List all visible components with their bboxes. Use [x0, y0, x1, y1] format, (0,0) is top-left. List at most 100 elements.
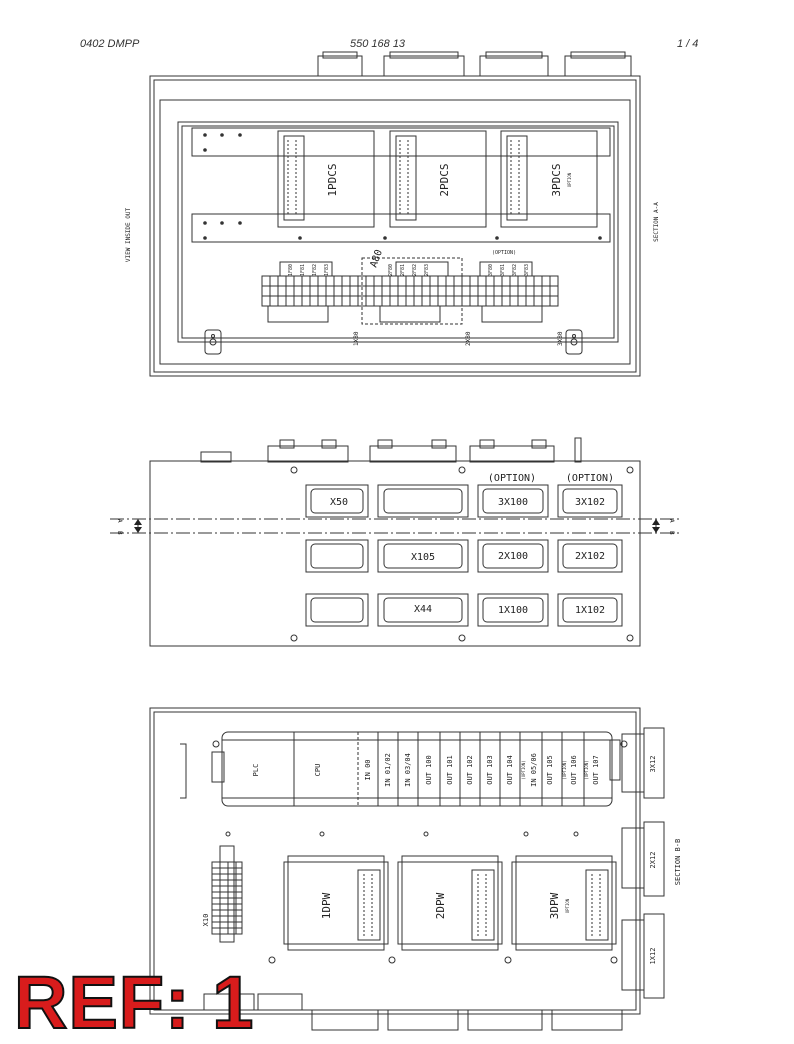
connector-panel-view: A B A B — [110, 437, 680, 647]
module-1pdcs: 1PDCS — [326, 163, 339, 196]
enclosure-inner — [159, 99, 631, 365]
fuse-1f82: 1F82 — [312, 264, 318, 276]
plc-rack — [221, 731, 613, 807]
mounting-plate — [177, 121, 619, 343]
bottom-connectors — [203, 993, 623, 1031]
label-x105: X105 — [411, 552, 435, 563]
cutout-1x102 — [557, 593, 623, 627]
cutout-2x100 — [477, 539, 549, 573]
drive-3dpw: 3DPW — [548, 892, 561, 919]
doc-code: 0402 DMPP — [80, 38, 140, 50]
connector-2x12: 2X12 — [649, 852, 657, 869]
fuse-3f81: 3F81 — [500, 264, 506, 276]
label-x50: X50 — [330, 497, 348, 508]
drive-mounting-holes — [225, 831, 618, 964]
fuse-2f80: 2F80 — [388, 264, 394, 276]
slot-out-100: OUT 100 — [425, 755, 433, 785]
drive-2dpw: 2DPW — [434, 892, 447, 919]
part-number: 550 168 13 — [350, 38, 406, 50]
page-number: 1 / 4 — [677, 38, 699, 50]
slot-option-2: (OPTION) — [562, 760, 567, 779]
cutout-x105 — [377, 539, 469, 573]
slot-plc: PLC — [252, 764, 260, 777]
option-label-3x100: (OPTION) — [488, 473, 536, 484]
fuse-3f83: 3F83 — [524, 264, 530, 276]
slot-cpu: CPU — [314, 764, 322, 777]
a80-label: A80 — [368, 248, 385, 269]
cutout-x50 — [305, 484, 369, 518]
cutout-x44 — [377, 593, 469, 627]
cutout-blank — [377, 484, 469, 518]
plc-drive-view: 3X12 2X12 1X12 SECTION B-B PLC CPU — [149, 707, 682, 1031]
cutout-row2-blank — [305, 539, 369, 573]
cutout-row3-blank — [305, 593, 369, 627]
slot-in-03-04: IN 03/04 — [404, 753, 412, 787]
label-3x100: 3X100 — [498, 497, 528, 508]
plc-slot-dividers — [293, 732, 585, 806]
panel-top-hardware — [200, 437, 582, 463]
fuse-strip-dividers — [269, 276, 551, 306]
slot-out-105: OUT 105 — [546, 755, 554, 785]
section-mark-a-left: A — [116, 519, 123, 523]
label-3x102: 3X102 — [575, 497, 605, 508]
slot-out-107: OUT 107 — [592, 755, 600, 785]
section-b-b-label: SECTION B-B — [674, 839, 682, 885]
fuse-2f81: 2F81 — [400, 264, 406, 276]
ground-lugs — [204, 329, 583, 355]
view-inside-out: 1PDCS 2PDCS 3PDCS OPTION — [125, 51, 660, 377]
x10-label: X10 — [202, 914, 210, 927]
din-rail-upper — [191, 127, 611, 157]
fuse-3f82: 3F82 — [512, 264, 518, 276]
option-label-3x102: (OPTION) — [566, 473, 614, 484]
slot-out-106: OUT 106 — [570, 755, 578, 785]
panel-screws — [290, 466, 634, 642]
pdcs-modules — [277, 130, 598, 228]
connector-3x12: 3X12 — [649, 756, 657, 773]
slot-option-1: (OPTION) — [521, 760, 526, 779]
section-mark-b-left: B — [116, 531, 123, 535]
section-a-a-label: SECTION A-A — [653, 202, 660, 242]
module-3pdcs: 3PDCS — [550, 163, 563, 196]
slot-out-104: OUT 104 — [506, 755, 514, 785]
cutout-1x100 — [477, 593, 549, 627]
label-1x100: 1X100 — [498, 605, 528, 616]
fuse-2f83: 2F83 — [424, 264, 430, 276]
ref-stamp: REF: 1 — [13, 961, 255, 1044]
fuse-3f80: 3F80 — [488, 264, 494, 276]
slot-option-3: (OPTION) — [584, 760, 589, 779]
label-1x102: 1X102 — [575, 605, 605, 616]
cutout-2x102 — [557, 539, 623, 573]
connector-panel — [149, 460, 641, 647]
view-inside-out-label: VIEW INSIDE OUT — [125, 208, 132, 263]
drive-enclosure — [149, 707, 641, 1015]
section-mark-a-right: A — [668, 519, 675, 523]
fuse-1f80: 1F80 — [288, 264, 294, 276]
slot-out-103: OUT 103 — [486, 755, 494, 785]
module-3pdcs-option: OPTION — [567, 172, 572, 187]
slot-in-01-02: IN 01/02 — [384, 753, 392, 787]
option-group-label: (OPTION) — [492, 250, 516, 256]
section-mark-b-right: B — [668, 531, 675, 535]
fuse-terminal-strip — [261, 257, 559, 325]
slot-in-05-06: IN 05/06 — [530, 753, 538, 787]
x10-terminal-block — [211, 845, 243, 943]
terminal-3x80: 3X80 — [557, 331, 564, 346]
module-2pdcs: 2PDCS — [438, 163, 451, 196]
din-rail-lower — [191, 213, 611, 243]
label-2x102: 2X102 — [575, 551, 605, 562]
terminal-1x80: 1X80 — [353, 331, 360, 346]
cutout-3x100 — [477, 484, 549, 518]
fuse-1f83: 1F83 — [324, 264, 330, 276]
top-connectors — [317, 51, 632, 77]
drive-1dpw: 1DPW — [320, 892, 333, 919]
enclosure-outer — [149, 75, 641, 377]
cutout-3x102 — [557, 484, 623, 518]
label-x44: X44 — [414, 604, 432, 615]
connector-1x12: 1X12 — [649, 948, 657, 965]
slot-in-00: IN 00 — [364, 759, 372, 780]
terminal-2x80: 2X80 — [465, 331, 472, 346]
slot-out-102: OUT 102 — [466, 755, 474, 785]
label-2x100: 2X100 — [498, 551, 528, 562]
drive-3dpw-option: OPTION — [565, 898, 570, 913]
